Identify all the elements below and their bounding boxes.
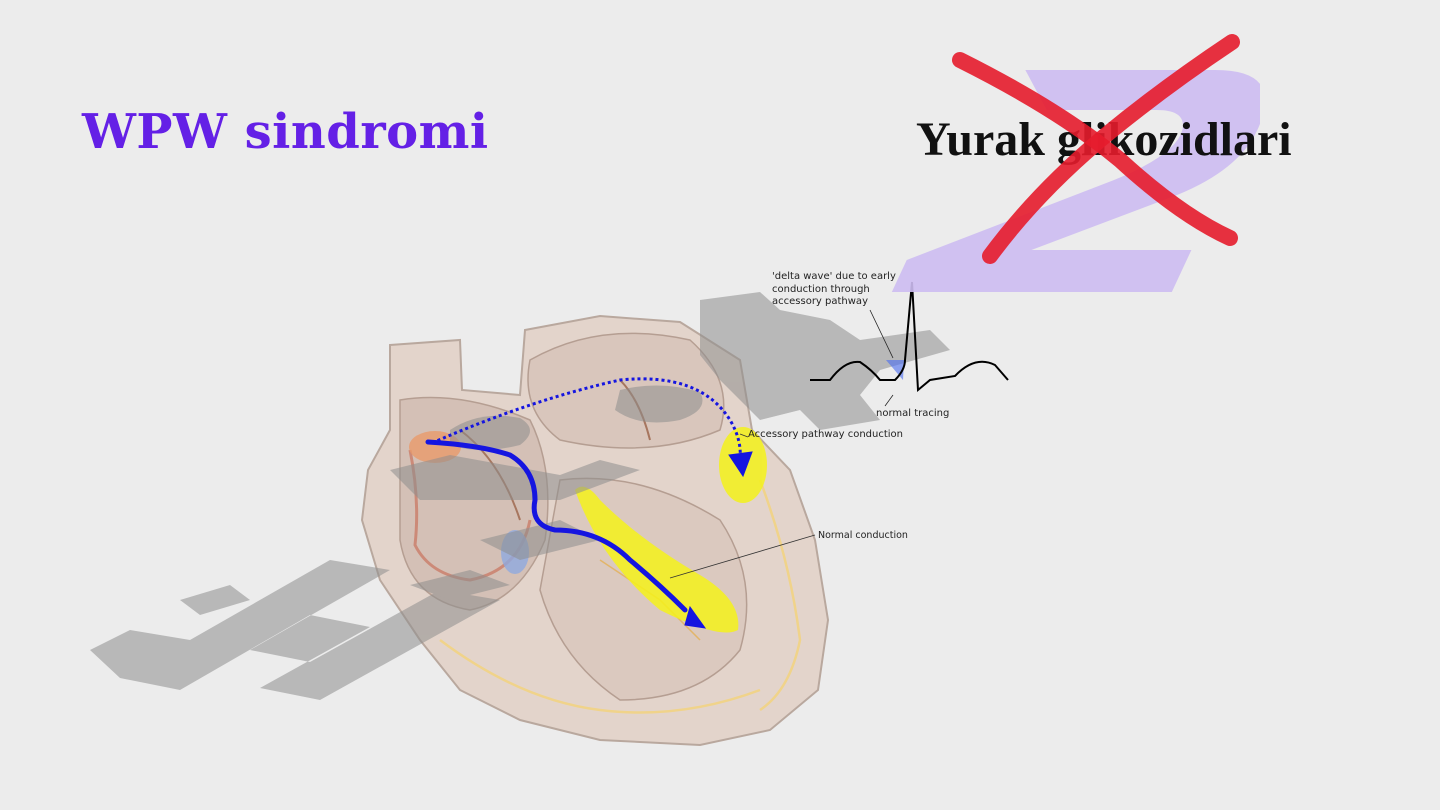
sa-node	[409, 431, 461, 463]
watermark-letters	[90, 292, 950, 700]
ecg-tracing	[810, 281, 1009, 407]
slide-title: WPW sindromi	[82, 104, 489, 160]
conduction-paths	[425, 377, 753, 629]
watermark-digit-2	[891, 70, 1260, 292]
delta-wave-note: 'delta wave' due to early conduction thr…	[772, 271, 896, 307]
normal-conduction-path	[425, 439, 688, 613]
accessory-pathway-label: Accessory pathway conduction	[748, 429, 903, 440]
accessory-path	[431, 377, 742, 461]
normal-tracing-label: normal tracing	[876, 408, 950, 419]
red-cross-mark	[952, 34, 1240, 264]
normal-conduction-label: Normal conduction	[818, 530, 908, 541]
